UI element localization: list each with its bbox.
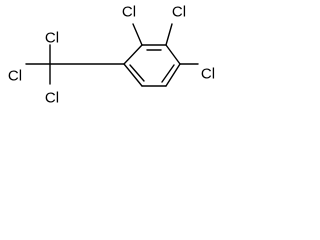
- atom-label-cl-ring-2: Cl: [122, 4, 136, 21]
- atom-label-cl-ring-3: Cl: [172, 4, 186, 21]
- atom-label-cl-methyl-bottom: Cl: [45, 90, 59, 107]
- ring-double-bond-c6-c1: [129, 64, 145, 82]
- atom-labels: Cl Cl Cl Cl Cl Cl: [8, 4, 215, 107]
- ring-double-bond-c4-c5: [161, 64, 175, 83]
- bond-c2-cl: [132, 23, 143, 46]
- bond-c3-cl: [165, 23, 173, 46]
- chemical-structure-diagram: Cl Cl Cl Cl Cl Cl: [8, 4, 215, 107]
- ring-bond-c6-c1: [123, 63, 143, 87]
- substituent-bonds: [25, 23, 199, 85]
- ring-bond-c4-c5: [165, 63, 181, 87]
- atom-label-cl-ring-4: Cl: [201, 66, 215, 83]
- ring-bond-c1-c2: [123, 44, 143, 65]
- atom-label-cl-methyl-top: Cl: [45, 30, 59, 47]
- atom-label-cl-methyl-left: Cl: [8, 68, 22, 85]
- benzene-ring: [123, 44, 181, 87]
- ring-bond-c3-c4: [165, 44, 181, 65]
